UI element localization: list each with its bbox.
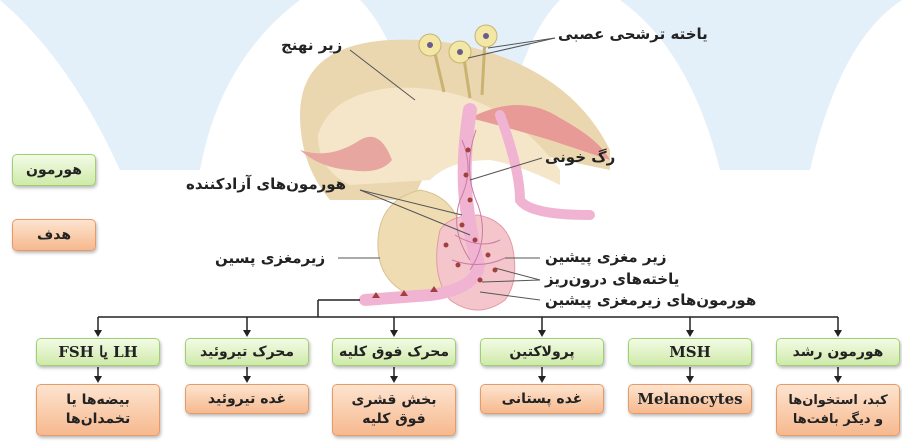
target-line: فوق کلیه [362, 410, 425, 429]
target-box-liver-bones: کبد، استخوان‌ها و دیگر بافت‌ها [776, 384, 900, 436]
arrowhead [390, 376, 398, 383]
target-line: بخش قشری [352, 391, 437, 410]
target-box-adrenal-cortex: بخش قشری فوق کلیه [332, 384, 456, 436]
hormone-box-fsh-lh: FSH یا LH [36, 338, 160, 366]
arrowhead [538, 330, 546, 337]
hormone-box-acth: محرک فوق کلیه [332, 338, 456, 366]
arrowhead [538, 376, 546, 383]
arrowhead [390, 330, 398, 337]
label-endocrine-cells: یاخته‌های درون‌ریز [545, 270, 679, 288]
arrowhead [94, 376, 102, 383]
hormone-name: محرک تیروئید [200, 343, 294, 362]
label-anterior-pituitary: زیر مغزی پیشین [545, 248, 667, 266]
target-line: بیضه‌ها یا [66, 391, 130, 410]
target-line: غده تیروئید [208, 390, 286, 409]
target-line: کبد، استخوان‌ها [788, 391, 887, 410]
hormone-name: MSH [669, 343, 711, 362]
arrowhead [686, 376, 694, 383]
legend-hormone-box: هورمون [12, 154, 96, 186]
hormone-name: پرولاکتین [509, 343, 574, 362]
hormone-name: هورمون رشد [793, 343, 884, 362]
target-box-gonads: بیضه‌ها یا تخمدان‌ها [36, 384, 160, 436]
target-line: Melanocytes [637, 390, 742, 409]
target-box-melanocytes: Melanocytes [628, 384, 752, 414]
label-hypothalamus: زیر نهنج [281, 36, 342, 54]
target-box-thyroid: غده تیروئید [185, 384, 309, 414]
legend-target-box: هدف [12, 219, 96, 251]
arrowhead [243, 376, 251, 383]
label-releasing-hormones: هورمون‌های آزادکننده [186, 175, 346, 193]
arrowhead [834, 330, 842, 337]
hypothalamus-tissue [300, 40, 610, 200]
arrowhead [834, 376, 842, 383]
label-blood-vessel: رگ خونی [545, 148, 615, 166]
arrowhead [686, 330, 694, 337]
hormone-box-prolactin: پرولاکتین [480, 338, 604, 366]
hormone-name: FSH یا LH [58, 343, 138, 362]
label-neurosecretory-cell: یاخته ترشحی عصبی [558, 25, 708, 43]
arrowhead [94, 330, 102, 337]
target-line: غده پستانی [502, 390, 583, 409]
target-line: تخمدان‌ها [66, 410, 131, 429]
hormone-name: محرک فوق کلیه [339, 343, 449, 362]
target-box-mammary: غده پستانی [480, 384, 604, 414]
hormone-box-tsh: محرک تیروئید [185, 338, 309, 366]
hormone-box-growth: هورمون رشد [776, 338, 900, 366]
arrowhead [243, 330, 251, 337]
label-anterior-pituitary-hormones: هورمون‌های زیرمغزی پیشین [545, 291, 756, 309]
hormone-box-msh: MSH [628, 338, 752, 366]
label-posterior-pituitary: زیرمغزی پسین [215, 249, 325, 267]
target-line: و دیگر بافت‌ها [793, 410, 883, 429]
